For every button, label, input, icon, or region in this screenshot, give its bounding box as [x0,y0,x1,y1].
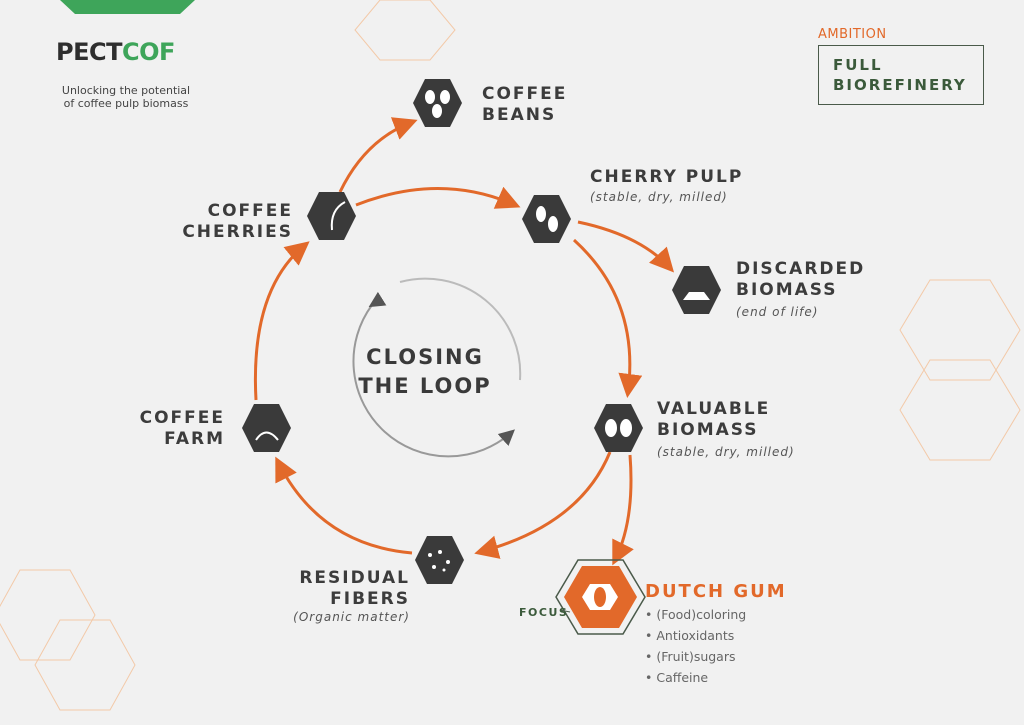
residual-sub: (Organic matter) [293,610,410,624]
list-item: • (Fruit)sugars [645,649,736,664]
node-hexagons [242,79,721,584]
burning-pile-icon [672,266,721,314]
dutch-gum-title: DUTCH GUM [645,581,787,602]
loop-arrows [253,117,675,566]
cherry-branch-icon [307,192,356,240]
coffee-bean-icon [522,195,571,243]
top-green-tab [60,0,195,14]
list-item: • Antioxidants [645,628,735,643]
icon-glyphs [255,90,710,572]
discarded-sub: (end of life) [736,305,819,319]
coffee-beans-icon [413,79,462,127]
list-item: • (Food)coloring [645,607,747,622]
ambition-label: AMBITION [818,27,887,42]
valuable-sub: (stable, dry, milled) [657,445,795,459]
list-item: • Caffeine [645,670,709,685]
dutch-gum-list: • (Food)coloring • Antioxidants • (Fruit… [645,604,746,688]
farm-icon [242,404,291,452]
dutch-gum-hexagon [555,559,646,635]
logo: PECTCOF [56,38,175,66]
label-cherry-pulp: CHERRY PULP [590,167,744,187]
valuable-beans-icon [594,404,643,452]
fibers-icon [415,536,464,584]
inner-loop [352,277,522,458]
focus-label: FOCUS [519,606,569,619]
cherry-pulp-sub: (stable, dry, milled) [590,190,728,204]
decorative-hexagons [0,0,1021,711]
